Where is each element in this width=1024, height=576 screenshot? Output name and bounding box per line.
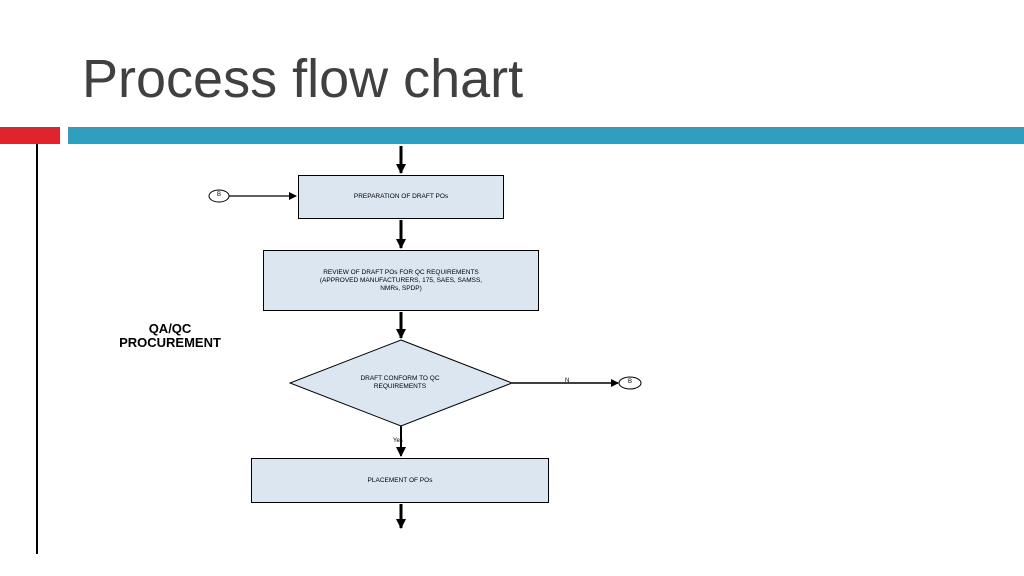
edge-label-no: N [565,378,570,384]
connector-b-right-label: B [627,379,632,385]
node-review: REVIEW OF DRAFT POs FOR QC REQUIREMENTS … [263,250,539,311]
swimlane-divider [36,144,38,554]
node-review-line3: NMRs, SPDP) [380,284,422,292]
edge-label-yes: Yes [393,438,403,444]
slide-title: Process flow chart [82,49,524,109]
accent-bar-red [0,127,60,144]
node-decision-line1: DRAFT CONFORM TO QC [360,375,440,382]
swimlane-label: QA/QC PROCUREMENT [80,322,260,350]
node-preparation-label: PREPARATION OF DRAFT POs [353,193,449,200]
connector-b-right [618,376,642,390]
node-placement-label: PLACEMENT OF POs [367,476,433,484]
accent-bar-teal [68,127,1024,144]
swimlane-label-line1: QA/QC [148,321,192,336]
node-review-line1: REVIEW OF DRAFT POs FOR QC REQUIREMENTS [323,268,479,276]
swimlane-label-line2: PROCUREMENT [119,335,221,350]
node-placement: PLACEMENT OF POs [251,458,549,503]
node-decision-line2: REQUIREMENTS [373,383,427,390]
connector-b-left-label: B [216,192,221,198]
node-review-line2: (APPROVED MANUFACTURERS, 175, SAES, SAMS… [319,276,483,284]
node-preparation: PREPARATION OF DRAFT POs [298,175,504,219]
node-decision-label: DRAFT CONFORM TO QC REQUIREMENTS [320,375,480,391]
